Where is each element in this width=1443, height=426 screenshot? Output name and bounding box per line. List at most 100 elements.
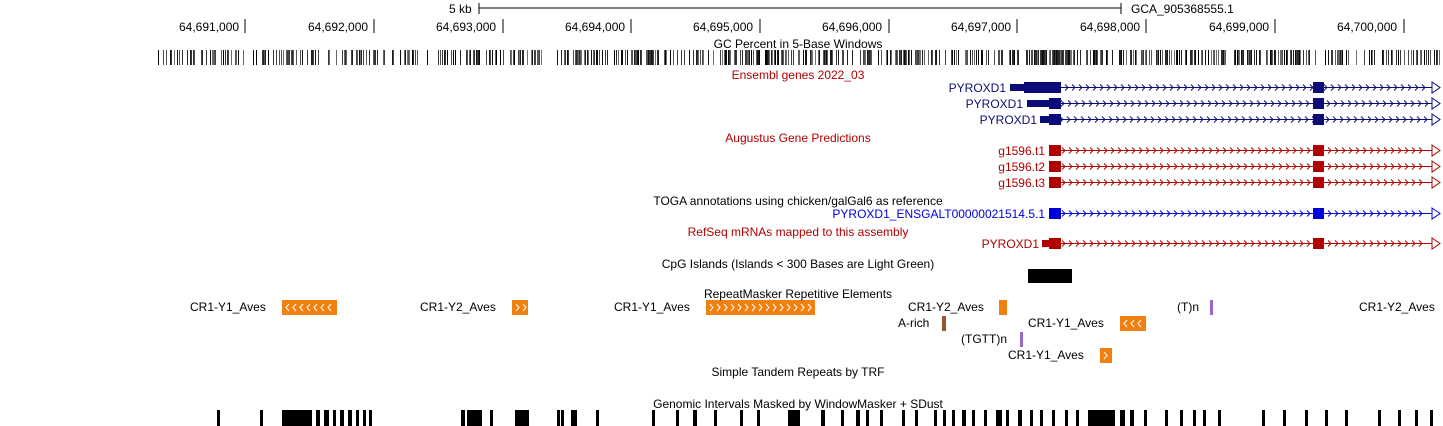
augustus-gene-end-arrow bbox=[1431, 176, 1441, 189]
augustus-gene-strand-arrow bbox=[1152, 163, 1157, 170]
augustus-gene-strand-arrow bbox=[1299, 163, 1304, 170]
augustus-gene-strand-arrow bbox=[1187, 179, 1192, 186]
cpg-title[interactable]: CpG Islands (Islands < 300 Bases are Lig… bbox=[661, 257, 935, 271]
augustus-gene-strand-arrow bbox=[1397, 179, 1402, 186]
ensembl-gene-strand-arrow bbox=[1239, 84, 1244, 91]
augustus-gene-label[interactable]: g1596.t3 bbox=[998, 176, 1045, 190]
augustus-gene-strand-arrow bbox=[1117, 147, 1122, 154]
ensembl-gene-label[interactable]: PYROXD1 bbox=[948, 81, 1006, 95]
toga-gene-strand-arrow bbox=[1418, 210, 1423, 217]
ensembl-gene-strand-arrow bbox=[1101, 116, 1106, 123]
ensembl-gene-exon bbox=[1010, 84, 1024, 91]
augustus-gene-strand-arrow bbox=[1229, 179, 1234, 186]
refseq-gene-label[interactable]: PYROXD1 bbox=[981, 237, 1039, 251]
ensembl-gene-strand-arrow bbox=[1071, 84, 1076, 91]
toga-gene-label[interactable]: PYROXD1_ENSGALT00000021514.5.1 bbox=[832, 207, 1045, 221]
augustus-gene-strand-arrow bbox=[1159, 147, 1164, 154]
ensembl-gene-strand-arrow bbox=[1122, 116, 1127, 123]
windowmasker-title[interactable]: Genomic Intervals Masked by WindowMasker… bbox=[653, 397, 943, 411]
refseq-gene-strand-arrow bbox=[1180, 240, 1185, 247]
ensembl-title[interactable]: Ensembl genes 2022_03 bbox=[731, 68, 865, 82]
windowmasker-interval bbox=[348, 410, 352, 426]
augustus-gene-strand-arrow bbox=[1411, 147, 1416, 154]
repeat-element-strand-arrow bbox=[1103, 351, 1108, 360]
augustus-gene-strand-arrow bbox=[1103, 179, 1108, 186]
ensembl-gene-strand-arrow bbox=[1277, 100, 1282, 107]
refseq-title[interactable]: RefSeq mRNAs mapped to this assembly bbox=[687, 225, 909, 239]
gc-percent-title[interactable]: GC Percent in 5-Base Windows bbox=[713, 37, 883, 51]
repeat-element bbox=[1020, 332, 1023, 347]
augustus-gene-strand-arrow bbox=[1418, 179, 1423, 186]
repeat-label[interactable]: CR1-Y1_Aves bbox=[190, 300, 266, 314]
ensembl-gene-label[interactable]: PYROXD1 bbox=[979, 113, 1037, 127]
repeat-label[interactable]: CR1-Y2_Aves bbox=[908, 300, 984, 314]
repeat-label[interactable]: A-rich bbox=[898, 316, 930, 330]
toga-gene-strand-arrow bbox=[1397, 210, 1402, 217]
repeat-label[interactable]: CR1-Y2_Aves bbox=[420, 300, 496, 314]
augustus-gene-strand-arrow bbox=[1327, 179, 1332, 186]
repeat-element bbox=[706, 300, 815, 315]
ensembl-gene-strand-arrow bbox=[1241, 116, 1246, 123]
augustus-gene-strand-arrow bbox=[1236, 179, 1241, 186]
windowmasker-interval bbox=[1130, 410, 1134, 426]
repeat-element-strand-arrow bbox=[299, 303, 304, 312]
toga-title[interactable]: TOGA annotations using chicken/galGal6 a… bbox=[653, 194, 943, 208]
augustus-gene-strand-arrow bbox=[1397, 163, 1402, 170]
toga-gene-strand-arrow bbox=[1131, 210, 1136, 217]
windowmasker-interval bbox=[461, 410, 465, 426]
repeat-label[interactable]: CR1-Y1_Aves bbox=[614, 300, 690, 314]
ensembl-gene-strand-arrow bbox=[1248, 116, 1253, 123]
toga-gene-strand-arrow bbox=[1061, 210, 1066, 217]
refseq-gene-strand-arrow bbox=[1362, 240, 1367, 247]
ensembl-gene-strand-arrow bbox=[1358, 84, 1363, 91]
ensembl-gene-strand-arrow bbox=[1213, 116, 1218, 123]
augustus-gene-strand-arrow bbox=[1082, 179, 1087, 186]
repeat-element bbox=[1120, 316, 1146, 331]
ensembl-gene-strand-arrow bbox=[1227, 116, 1232, 123]
augustus-gene-label[interactable]: g1596.t2 bbox=[998, 160, 1045, 174]
windowmasker-interval bbox=[788, 410, 800, 426]
repeat-label[interactable]: CR1-Y1_Aves bbox=[1008, 348, 1084, 362]
toga-gene-strand-arrow bbox=[1124, 210, 1129, 217]
windowmasker-interval bbox=[757, 410, 760, 426]
ensembl-gene-strand-arrow bbox=[1340, 100, 1345, 107]
repeat-element-strand-arrow bbox=[313, 303, 318, 312]
windowmasker-interval bbox=[1030, 410, 1033, 426]
refseq-gene-strand-arrow bbox=[1117, 240, 1122, 247]
augustus-gene-strand-arrow bbox=[1124, 179, 1129, 186]
windowmasker-interval bbox=[1378, 410, 1381, 426]
refseq-gene-strand-arrow bbox=[1103, 240, 1108, 247]
repeat-label[interactable]: CR1-Y2_Aves bbox=[1359, 300, 1435, 314]
refseq-gene-strand-arrow bbox=[1369, 240, 1374, 247]
augustus-gene-strand-arrow bbox=[1257, 147, 1262, 154]
ensembl-gene-label[interactable]: PYROXD1 bbox=[965, 97, 1023, 111]
ensembl-gene-strand-arrow bbox=[1158, 100, 1163, 107]
refseq-gene-strand-arrow bbox=[1229, 240, 1234, 247]
repeat-label[interactable]: (T)n bbox=[1177, 300, 1199, 314]
repeat-element bbox=[512, 300, 528, 315]
ensembl-gene-strand-arrow bbox=[1099, 84, 1104, 91]
ensembl-gene-strand-arrow bbox=[1211, 84, 1216, 91]
windowmasker-interval bbox=[1203, 410, 1206, 426]
augustus-gene-label[interactable]: g1596.t1 bbox=[998, 144, 1045, 158]
toga-gene-strand-arrow bbox=[1348, 210, 1353, 217]
augustus-gene-strand-arrow bbox=[1096, 179, 1101, 186]
augustus-gene-strand-arrow bbox=[1166, 163, 1171, 170]
repeat-label[interactable]: (TGTT)n bbox=[961, 332, 1007, 346]
toga-gene-strand-arrow bbox=[1299, 210, 1304, 217]
ensembl-gene-strand-arrow bbox=[1235, 100, 1240, 107]
repeat-element-strand-arrow bbox=[793, 303, 798, 312]
ensembl-gene-strand-arrow bbox=[1274, 84, 1279, 91]
augustus-title[interactable]: Augustus Gene Predictions bbox=[725, 131, 871, 145]
ensembl-gene-strand-arrow bbox=[1232, 84, 1237, 91]
ensembl-gene-strand-arrow bbox=[1414, 84, 1419, 91]
repeatmasker-title[interactable]: RepeatMasker Repetitive Elements bbox=[703, 287, 893, 301]
ensembl-gene-strand-arrow bbox=[1193, 100, 1198, 107]
trf-title[interactable]: Simple Tandem Repeats by TRF bbox=[711, 365, 885, 379]
augustus-gene-exon bbox=[1313, 161, 1324, 172]
windowmasker-interval bbox=[866, 410, 869, 426]
repeat-label[interactable]: CR1-Y1_Aves bbox=[1028, 316, 1104, 330]
augustus-gene-strand-arrow bbox=[1348, 179, 1353, 186]
refseq-gene-strand-arrow bbox=[1159, 240, 1164, 247]
